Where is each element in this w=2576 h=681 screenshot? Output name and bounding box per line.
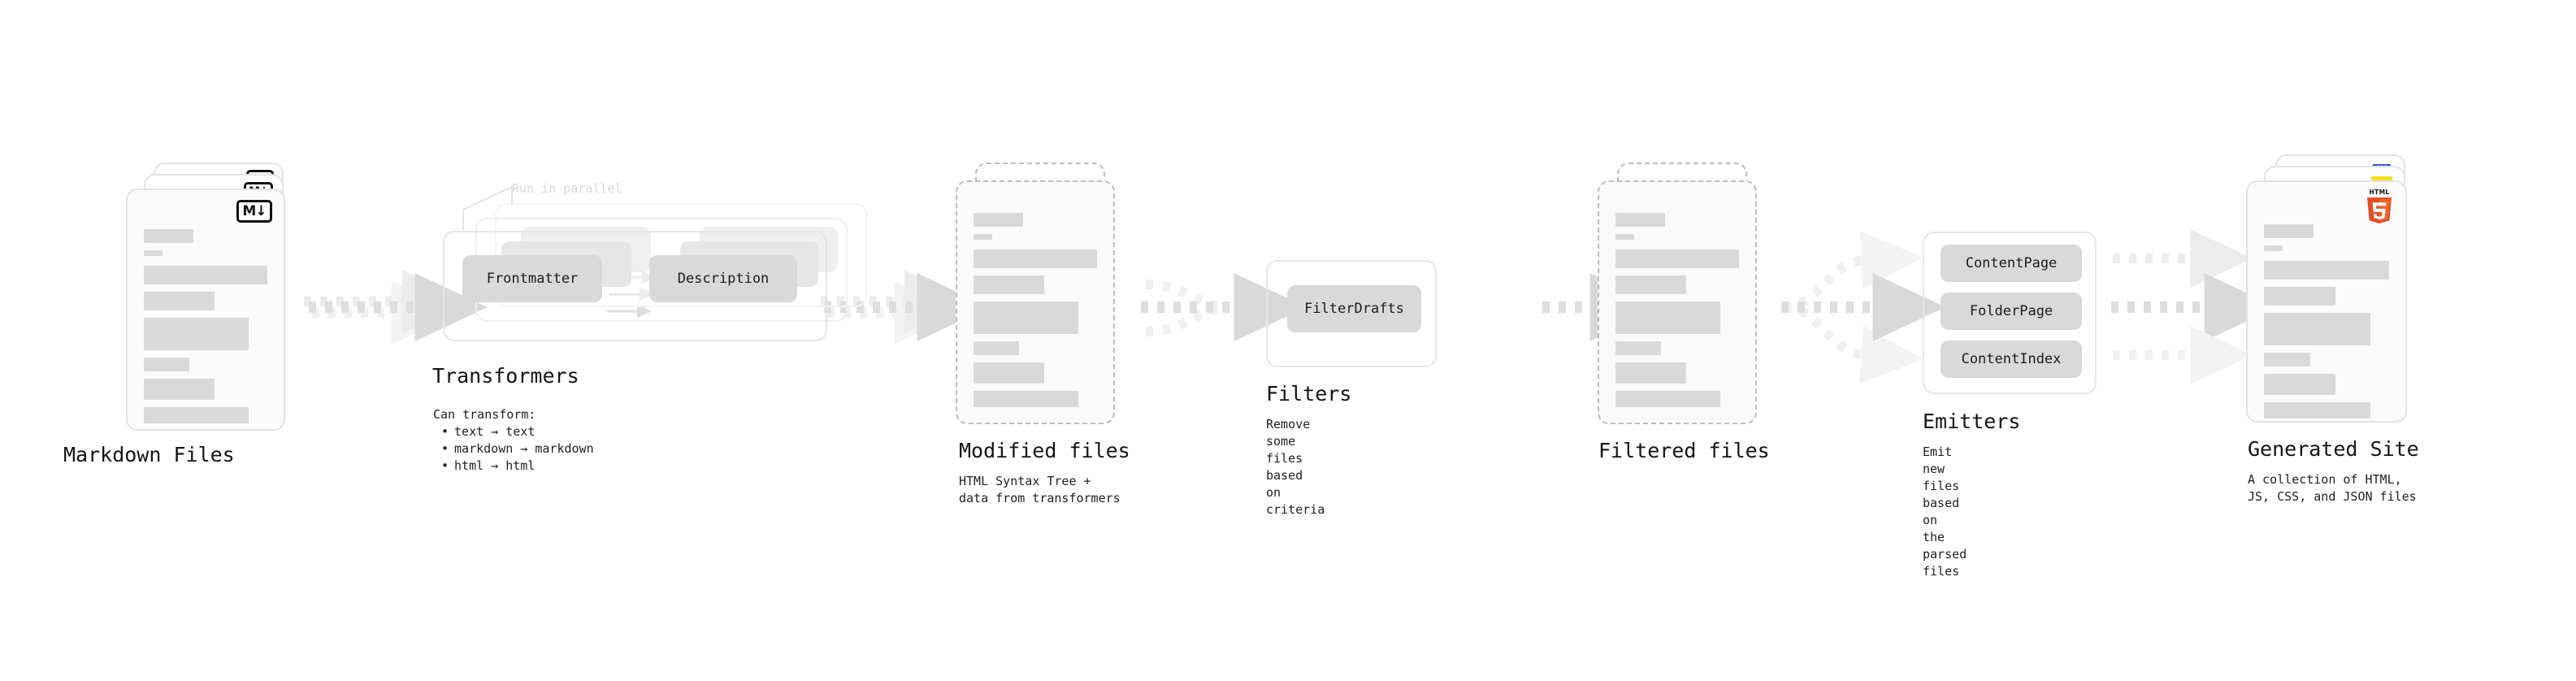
modified-card-skeleton <box>974 213 1097 414</box>
skeleton-bar <box>2264 245 2283 251</box>
arrow-emitters-to-site <box>2111 229 2277 384</box>
arrow-transformers-to-modified <box>821 270 990 345</box>
markdown-badge: M↓ <box>236 200 272 223</box>
emitter-chip-folderpage[interactable]: FolderPage <box>1941 293 2082 330</box>
transformers-bullets-lead: Can transform: <box>433 407 536 422</box>
stage-title-transformers: Transformers <box>432 364 579 388</box>
site-card-stack: CSS HTML <box>2246 154 2441 431</box>
skeleton-bar <box>2264 402 2370 419</box>
skeleton-bar <box>974 341 1020 355</box>
transformers-bullet-item: markdown → markdown <box>441 440 594 458</box>
run-in-parallel-bracket <box>462 185 513 230</box>
emitter-chip-contentpage[interactable]: ContentPage <box>1941 245 2082 282</box>
transformer-card-front: Frontmatter Description <box>443 231 827 341</box>
filtered-card-skeleton <box>1615 213 1739 414</box>
transformers-bullets: Can transform: text → text markdown → ma… <box>433 406 594 475</box>
skeleton-bar <box>1615 213 1665 227</box>
svg-text:HTML: HTML <box>2369 189 2389 196</box>
skeleton-bar <box>2264 261 2389 280</box>
filters-groupbox: FilterDrafts <box>1266 260 1437 367</box>
stage-subtitle-filters: Remove some files based on criteria <box>1266 417 1325 517</box>
filter-chip-filterdrafts[interactable]: FilterDrafts <box>1287 285 1421 332</box>
stage-subtitle-emitters: Emit new files based on the parsed files <box>1923 445 1967 579</box>
skeleton-bar <box>2264 313 2370 345</box>
html5-badge: HTML <box>2363 187 2396 224</box>
markdown-card-skeleton <box>144 229 267 431</box>
skeleton-bar <box>974 275 1044 294</box>
filtered-card-stack <box>1598 163 1785 431</box>
skeleton-bar <box>144 266 267 284</box>
arrow-markdown-to-transformers <box>304 270 488 345</box>
transformers-bullet-item: text → text <box>441 423 594 440</box>
skeleton-bar <box>1615 341 1662 355</box>
filtered-card-front <box>1598 180 1757 424</box>
stage-subtitle-generated-site: A collection of HTML, JS, CSS, and JSON … <box>2248 472 2417 504</box>
skeleton-bar <box>2264 353 2310 367</box>
skeleton-bar <box>144 318 249 350</box>
modified-card-front <box>956 180 1115 424</box>
stage-markdown-files: M↓ M↓ M↓ Markdown Files <box>63 163 313 466</box>
markdown-card-stack: M↓ M↓ M↓ <box>126 163 313 431</box>
stage-subtitle-modified-files: HTML Syntax Tree + data from transformer… <box>959 474 1121 505</box>
skeleton-bar <box>974 362 1044 384</box>
stage-title-filters: Filters <box>1266 382 1352 406</box>
skeleton-bar <box>144 379 215 400</box>
stage-modified-files: Modified files HTML Syntax Tree + data f… <box>956 163 1143 505</box>
stage-title-generated-site: Generated Site <box>2248 437 2419 461</box>
skeleton-bar <box>144 229 193 243</box>
markdown-card-front: M↓ <box>126 189 285 431</box>
skeleton-bar <box>2264 287 2335 306</box>
skeleton-bar <box>1615 391 1721 407</box>
skeleton-bar <box>1615 275 1686 294</box>
skeleton-bar <box>974 213 1023 227</box>
site-card-skeleton <box>2264 224 2389 426</box>
emitters-groupbox: ContentPage FolderPage ContentIndex <box>1923 232 2097 394</box>
run-in-parallel-label: Run in parallel <box>512 181 622 196</box>
skeleton-bar <box>1615 301 1721 334</box>
stage-title-modified-files: Modified files <box>959 439 1130 462</box>
skeleton-bar <box>2264 224 2314 238</box>
skeleton-bar <box>1615 234 1634 240</box>
arrow-filtered-to-emitters <box>1781 231 1945 384</box>
transformer-chip-description[interactable]: Description <box>649 255 797 302</box>
skeleton-bar <box>1615 249 1739 268</box>
skeleton-bar <box>144 292 215 310</box>
skeleton-bar <box>1615 362 1686 384</box>
skeleton-bar <box>974 234 992 240</box>
skeleton-bar <box>144 407 249 423</box>
stage-title-markdown-files: Markdown Files <box>63 443 235 466</box>
transformers-bullet-item: html → html <box>441 458 594 475</box>
arrow-modified-to-filters <box>1141 273 1307 341</box>
modified-card-stack <box>956 163 1143 431</box>
stage-title-emitters: Emitters <box>1923 410 2021 433</box>
transformer-chip-frontmatter[interactable]: Frontmatter <box>462 255 602 302</box>
transformers-bullet-list: text → text markdown → markdown html → h… <box>433 423 594 475</box>
site-card-front: HTML <box>2246 180 2407 423</box>
stage-generated-site: CSS HTML <box>2246 154 2441 504</box>
skeleton-bar <box>2264 374 2335 395</box>
skeleton-bar <box>144 358 190 371</box>
stage-filtered-files: Filtered files <box>1598 163 1785 462</box>
skeleton-bar <box>974 249 1097 268</box>
stage-title-filtered-files: Filtered files <box>1598 439 1770 462</box>
emitter-chip-contentindex[interactable]: ContentIndex <box>1941 340 2082 378</box>
skeleton-bar <box>974 391 1079 407</box>
skeleton-bar <box>974 301 1079 334</box>
skeleton-bar <box>144 250 163 256</box>
